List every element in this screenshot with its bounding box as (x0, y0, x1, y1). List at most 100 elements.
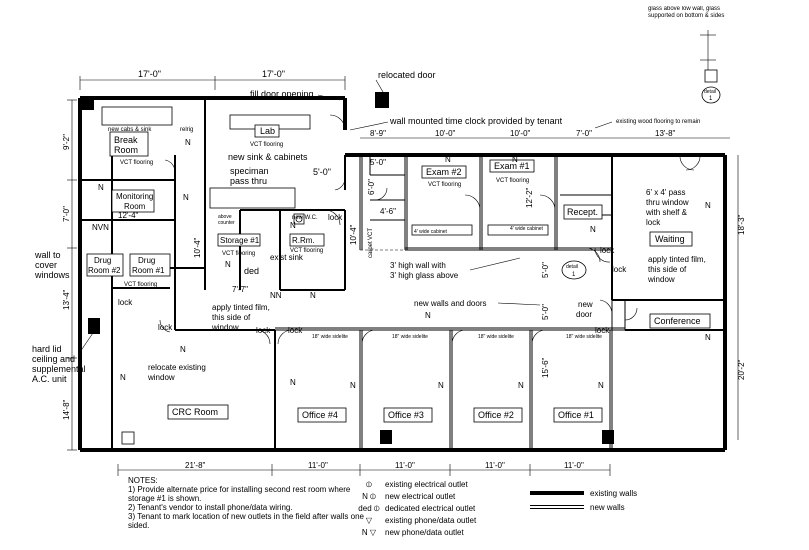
room-drug-1-2: Room #1 (132, 266, 165, 275)
dim-15-6: 15'-6" (541, 357, 550, 378)
callout-relocate-window-2: window (147, 373, 175, 382)
outlet-n: N (98, 183, 104, 192)
outlet-n: N (590, 225, 596, 234)
dim-right-2: 20'-2" (737, 359, 746, 380)
dim-bottom-1: 21'-8" (185, 461, 206, 470)
legend-new-walls: new walls (530, 500, 640, 514)
dim-left-4: 14'-8" (62, 399, 71, 420)
callout-hard-lid-1: hard lid (32, 344, 62, 354)
dim-bottom-2: 11'-0" (308, 461, 328, 470)
outlet-icon: ⦶ (366, 479, 372, 489)
note-item-2: 2) Tenant's vendor to install phone/data… (128, 503, 293, 512)
callout-new-walls-doors: new walls and doors (414, 299, 486, 308)
outlet-n: N (705, 201, 711, 210)
legend-row: ▽ existing phone/data outlet (353, 514, 523, 526)
dim-12-4: 12'-4" (118, 211, 139, 220)
outlet-n: N (445, 155, 451, 164)
symbol-legend: ⦶ existing electrical outlet N ⦶ new ele… (353, 478, 523, 538)
room-lab: Lab (260, 126, 275, 136)
new-phone-data-icon: N ▽ (361, 527, 377, 537)
detail-num-mid: 1 (572, 272, 576, 278)
room-drug-2-1: Drug (94, 256, 111, 265)
dim-5-0-exam: 5'-0" (370, 158, 386, 167)
callout-new-sink: new sink & cabinets (228, 152, 308, 162)
room-waiting: Waiting (655, 234, 685, 244)
outlet-nn: NN (270, 291, 282, 300)
callout-pass-window-1: 6' x 4' pass (646, 188, 686, 197)
callout-speciman-1: speciman (230, 166, 269, 176)
outlet-n: N (598, 381, 604, 390)
callout-relocated-door: relocated door (378, 70, 436, 80)
room-drug-1-1: Drug (138, 256, 155, 265)
legend-desc: existing phone/data outlet (385, 515, 477, 525)
sidelite-3: 18" wide sidelite (478, 334, 514, 340)
callout-tinted-right-2: this side of (648, 265, 687, 274)
lab-floor: VCT flooring (250, 142, 283, 148)
note-item-3: 3) Tenant to mark location of new outlet… (128, 512, 364, 530)
legend-new-walls-label: new walls (590, 502, 625, 512)
dim-7-7: 7'-7" (232, 285, 248, 294)
dim-5-0-a: 5'-0" (541, 262, 550, 278)
outlet-n: N (120, 373, 126, 382)
room-recept: Recept. (567, 207, 598, 217)
callout-cabinet-2: 4' wide cabinet (510, 226, 544, 232)
dim-6-0: 6'-0" (367, 179, 376, 195)
dim-top-2: 17'-0" (262, 69, 285, 79)
room-conference: Conference (654, 316, 701, 326)
dim-left-3: 13'-4" (62, 289, 71, 310)
callout-lock-crc: lock (158, 323, 173, 332)
callout-pass-window-3: with shelf & (645, 208, 688, 217)
room-r-rm: R.Rm. (292, 236, 315, 245)
legend-row: N ⦶ new electrical outlet (353, 490, 523, 502)
outlet-n: N (438, 381, 444, 390)
dim-bottom-3: 11'-0" (395, 461, 415, 470)
notes-block: NOTES: 1) Provide alternate price for in… (128, 476, 378, 530)
right-dimensions: 18'-3" 20'-2" (737, 155, 746, 440)
callout-lock-o1: lock (595, 326, 610, 335)
callout-lock-hall: lock (256, 326, 271, 335)
callout-above-counter-2: counter (218, 220, 235, 226)
sidelite-1: 18" wide sidelite (312, 334, 348, 340)
detail-label-top: detail (704, 89, 716, 95)
dim-top-1: 17'-0" (138, 69, 161, 79)
legend-row: ded ⦶ dedicated electrical outlet (353, 502, 523, 514)
callout-relocate-window-1: relocate existing (148, 363, 206, 372)
outlet-nvn: NVN (92, 223, 109, 232)
callout-hard-lid-2: ceiling and (32, 354, 75, 364)
dim-left-2: 7'-0" (62, 206, 71, 222)
detail-label-mid: detail (566, 264, 578, 270)
dim-bottom-4: 11'-0" (485, 461, 505, 470)
callout-tinted-right-1: apply tinted film, (648, 255, 706, 264)
callout-cabinet-1: 4' wide cabinet (414, 229, 448, 235)
new-outlet-icon: N ⦶ (362, 491, 376, 501)
callout-speciman-2: pass thru (230, 176, 267, 186)
fixtures (82, 69, 718, 445)
sidelite-2: 18" wide sidelite (392, 334, 428, 340)
dim-top-row-1: 10'-0" (435, 129, 456, 138)
outlet-n: N (290, 221, 296, 230)
dim-10-4-a: 10'-4" (193, 237, 202, 258)
legend-desc: new electrical outlet (385, 491, 456, 501)
label-vct: VCT (368, 228, 374, 240)
callout-fill-door: fill door opening (250, 89, 314, 99)
callout-hard-lid-4: A.C. unit (32, 374, 67, 384)
callout-new-door-1: new (578, 300, 593, 309)
outlet-n: N (185, 138, 191, 147)
room-crc: CRC Room (172, 407, 218, 417)
room-office-1: Office #1 (558, 410, 594, 420)
outlet-n: N (310, 291, 316, 300)
dim-right-top-2: 13'-8" (655, 129, 676, 138)
doors (159, 114, 701, 345)
dim-top-row-2: 10'-0" (510, 129, 531, 138)
callout-above-counter-1: above (218, 214, 232, 220)
callout-exist-sink: exist sink (270, 253, 304, 262)
callout-wall-cover-1: wall to (34, 250, 61, 260)
break-room-floor: VCT flooring (120, 160, 153, 166)
note-item-1: 1) Provide alternate price for installin… (128, 485, 351, 503)
room-storage-1: Storage #1 (220, 236, 260, 245)
legend-row: N ▽ new phone/data outlet (353, 526, 523, 538)
dim-left-1: 9'-2" (62, 134, 71, 150)
callout-hard-lid-3: supplemental (32, 364, 86, 374)
callout-lock-waiting: lock (612, 265, 627, 274)
